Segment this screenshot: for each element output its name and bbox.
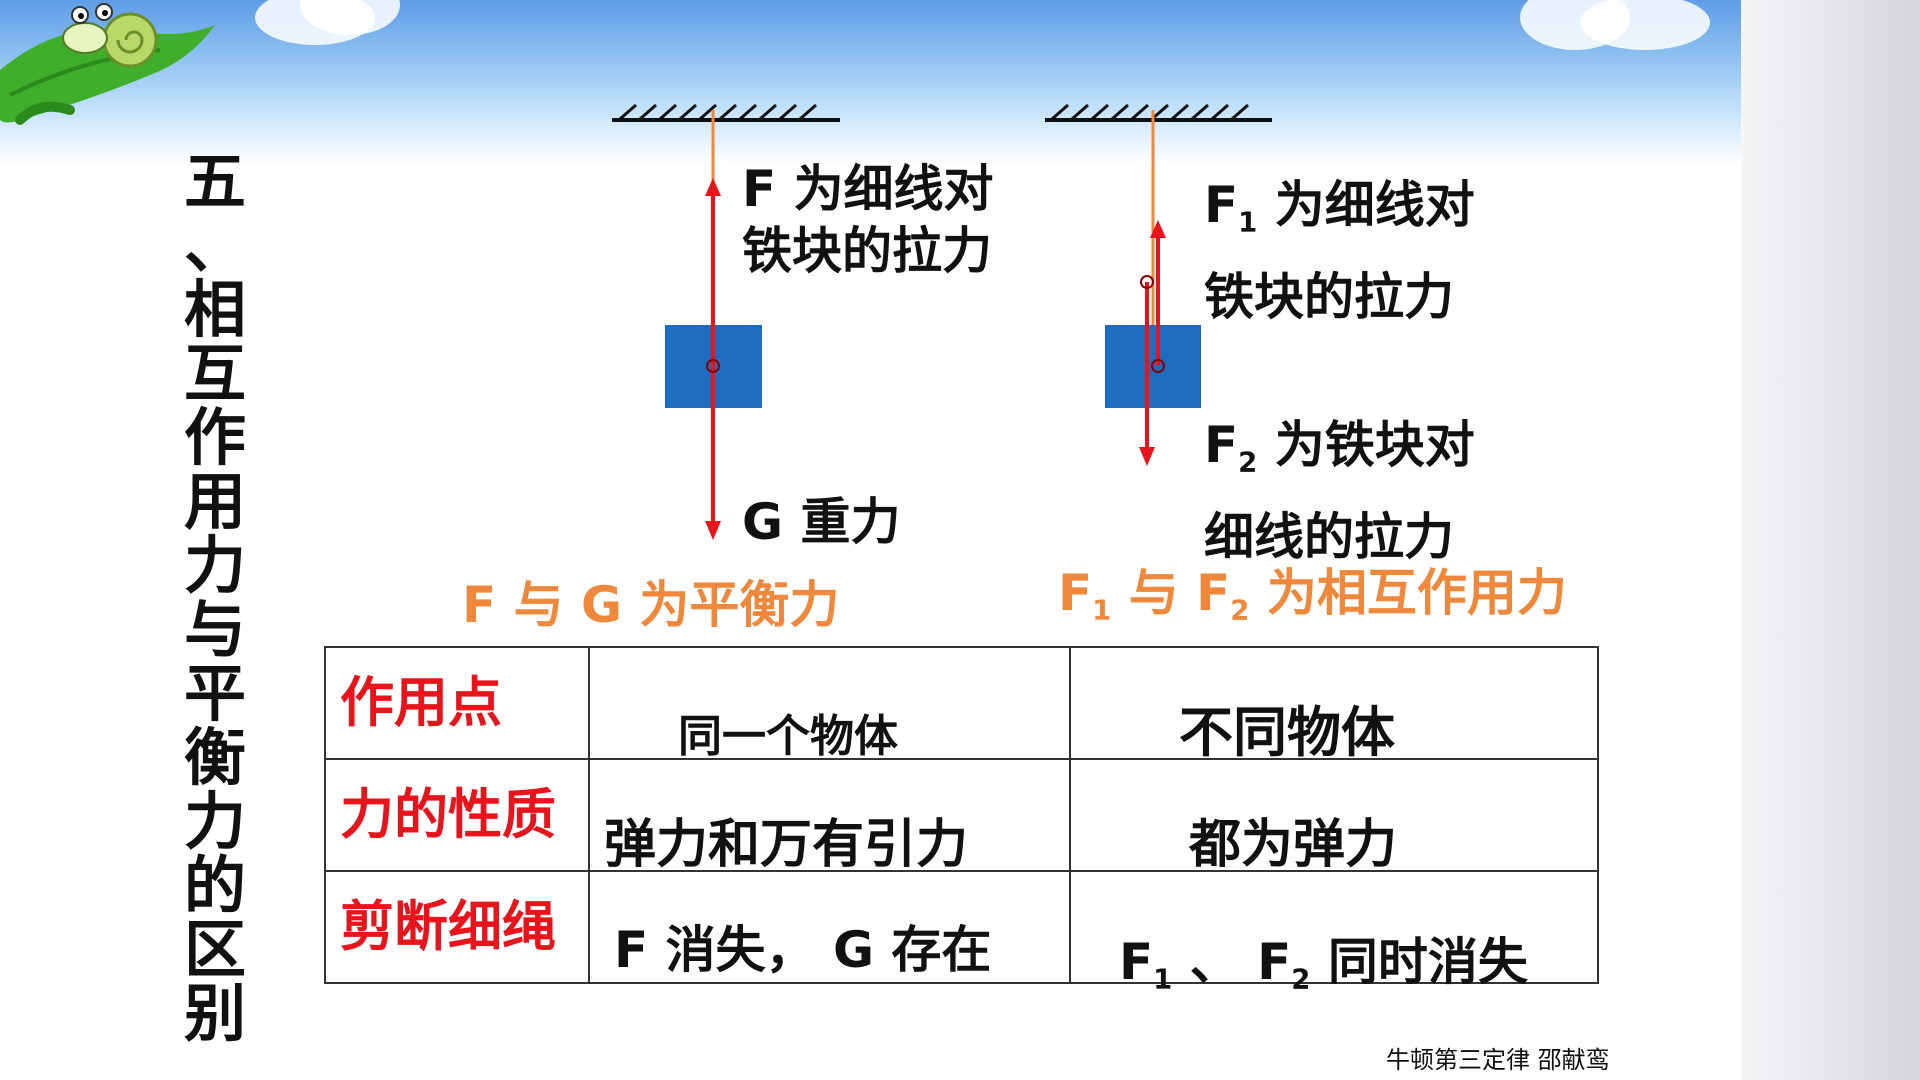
row-header: 力的性质 bbox=[340, 783, 556, 846]
table-row: 力的性质 弹力和万有引力 都为弹力 bbox=[324, 758, 1599, 875]
interaction-value: 不同物体 bbox=[1179, 701, 1395, 764]
interaction-text: 同时消失 bbox=[1310, 933, 1528, 991]
left-ceiling bbox=[612, 103, 840, 122]
title-char: 相 bbox=[183, 273, 246, 346]
table-row: 作用点 同一个物体 不同物体 bbox=[324, 646, 1599, 764]
title-char: 力 bbox=[183, 529, 246, 602]
f1-subscript: 1 bbox=[1238, 206, 1258, 239]
f2-text: 为铁块对 bbox=[1257, 416, 1475, 474]
interaction-cell: F1 、 F2 同时消失 bbox=[1069, 870, 1599, 996]
right-margin-strip bbox=[1741, 0, 1920, 1080]
balance-value: 同一个物体 bbox=[678, 711, 898, 762]
table-row: 剪断细绳 F 消失， G 存在 F1 、 F2 同时消失 bbox=[324, 870, 1599, 996]
interaction-value: F1 、 F2 同时消失 bbox=[1119, 922, 1528, 996]
separator: 、 F bbox=[1172, 933, 1292, 991]
conclusion-f1: F bbox=[1058, 564, 1093, 622]
balance-cell: 同一个物体 bbox=[588, 646, 1071, 762]
f-label: F 为细线对 铁块的拉力 bbox=[742, 158, 994, 282]
interaction-conclusion: F1 与 F2 为相互作用力 bbox=[1058, 553, 1567, 627]
title-char: 衡 bbox=[183, 721, 246, 794]
f2-subscript: 2 bbox=[1238, 446, 1258, 479]
title-char: 五 bbox=[183, 145, 246, 218]
f-label-line2: 铁块的拉力 bbox=[742, 222, 992, 280]
balance-cell: F 消失， G 存在 bbox=[588, 870, 1071, 984]
conclusion-f2-sub: 2 bbox=[1230, 594, 1250, 627]
right-ceiling bbox=[1045, 103, 1272, 122]
title-char: 区 bbox=[183, 913, 246, 986]
f2-label-line2: 细线的拉力 bbox=[1204, 507, 1454, 566]
row-header-cell: 作用点 bbox=[324, 646, 590, 760]
row-header: 作用点 bbox=[340, 671, 502, 734]
title-char: 力 bbox=[183, 785, 246, 858]
right-string-action-point bbox=[1140, 275, 1154, 289]
row-header: 剪断细绳 bbox=[340, 895, 556, 958]
balance-conclusion: F 与 G 为平衡力 bbox=[462, 576, 840, 634]
title-char: 的 bbox=[183, 849, 246, 922]
f-label-line1: F 为细线对 bbox=[742, 160, 994, 218]
footer-credit: 牛顿第三定律 邵献鸾 bbox=[1386, 1046, 1610, 1074]
row-header-cell: 力的性质 bbox=[324, 758, 590, 872]
title-char: 与 bbox=[183, 593, 246, 666]
f1-symbol: F bbox=[1119, 933, 1154, 991]
right-block-action-point bbox=[1151, 359, 1165, 373]
comparison-table: 作用点 同一个物体 不同物体 力的性质 弹力和万有引力 都为弹力 剪断细绳 F … bbox=[324, 646, 1599, 996]
title-char: 互 bbox=[183, 337, 246, 410]
interaction-cell: 都为弹力 bbox=[1069, 758, 1599, 875]
g-label: G 重力 bbox=[742, 493, 901, 551]
f2-subscript: 2 bbox=[1291, 963, 1311, 996]
f1-label: F1 为细线对 铁块的拉力 bbox=[1204, 168, 1475, 334]
f2-symbol: F bbox=[1204, 416, 1239, 474]
title-char: 用 bbox=[183, 465, 246, 538]
f2-label: F2 为铁块对 细线的拉力 bbox=[1204, 408, 1475, 574]
balance-cell: 弹力和万有引力 bbox=[588, 758, 1071, 875]
title-char: 平 bbox=[183, 657, 246, 730]
row-header-cell: 剪断细绳 bbox=[324, 870, 590, 984]
interaction-value: 都为弹力 bbox=[1189, 815, 1398, 875]
interaction-cell: 不同物体 bbox=[1069, 646, 1599, 764]
balance-value: F 消失， G 存在 bbox=[614, 921, 992, 979]
f1-label-line2: 铁块的拉力 bbox=[1204, 267, 1454, 326]
balance-value: 弹力和万有引力 bbox=[604, 815, 969, 875]
conclusion-f1-sub: 1 bbox=[1092, 594, 1112, 627]
conclusion-and: 与 F bbox=[1111, 564, 1231, 622]
page-title: 五、相互作用力与平衡力的区别 bbox=[180, 150, 250, 1046]
f2-label-line1: F2 为铁块对 bbox=[1204, 408, 1475, 500]
title-char: 作 bbox=[183, 401, 246, 474]
force-f1-arrow bbox=[1150, 220, 1166, 366]
force-f-arrow bbox=[705, 178, 721, 366]
title-char: 别 bbox=[183, 977, 246, 1050]
force-g-arrow bbox=[705, 366, 721, 540]
f1-text: 为细线对 bbox=[1257, 176, 1475, 234]
force-diagram bbox=[612, 103, 1272, 540]
slide: 五、相互作用力与平衡力的区别 bbox=[0, 0, 1741, 1080]
f1-symbol: F bbox=[1204, 176, 1239, 234]
left-action-point bbox=[706, 359, 720, 373]
title-char: 、 bbox=[183, 209, 246, 282]
cartoon-snail-icon bbox=[0, 3, 215, 125]
conclusion-text: 为相互作用力 bbox=[1249, 564, 1567, 622]
f1-label-line1: F1 为细线对 bbox=[1204, 168, 1475, 260]
force-f2-arrow bbox=[1139, 282, 1155, 466]
f1-subscript: 1 bbox=[1153, 963, 1173, 996]
